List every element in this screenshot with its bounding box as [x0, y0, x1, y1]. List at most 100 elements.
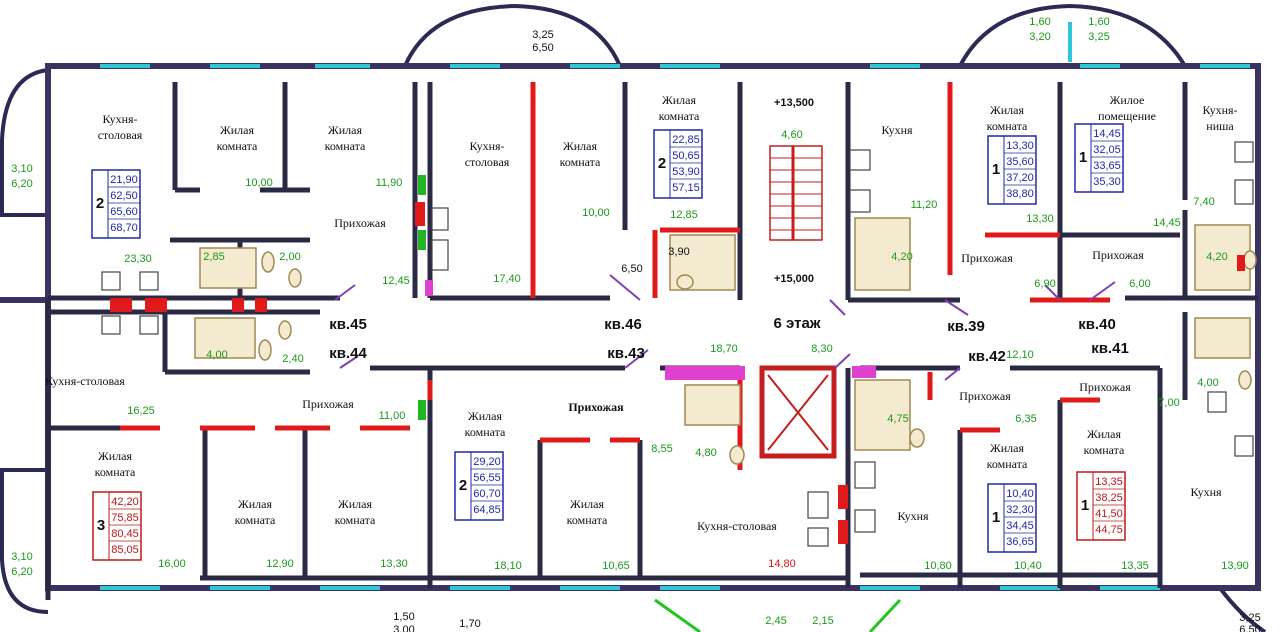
- area-value: 10,00: [245, 177, 273, 189]
- room-label: Кухня: [1190, 485, 1222, 499]
- area-value: 16,25: [127, 405, 155, 417]
- apartment-label: кв.39: [947, 318, 985, 335]
- area-value: 12,45: [382, 275, 410, 287]
- room-label: Прихожая: [568, 400, 624, 414]
- door-lines: [334, 274, 1116, 381]
- room-label: Прихожая: [959, 389, 1011, 403]
- room-count: 2: [658, 155, 666, 172]
- room-label: Прихожая: [334, 216, 386, 230]
- bay-window-top-right: [958, 3, 1187, 68]
- area-value: 7,40: [1193, 196, 1214, 208]
- summary-value: 32,05: [1093, 144, 1121, 156]
- area-value: 4,80: [695, 447, 716, 459]
- area-value: 17,40: [493, 273, 521, 285]
- summary-value: 14,45: [1093, 128, 1121, 140]
- summary-value: 80,45: [111, 528, 139, 540]
- summary-value: 38,80: [1006, 188, 1034, 200]
- summary-boxes: 221,9062,5065,6068,70222,8550,6553,9057,…: [91, 123, 1126, 561]
- partitions: [120, 82, 1110, 470]
- summary-value: 38,25: [1095, 492, 1123, 504]
- summary-value: 35,60: [1006, 156, 1034, 168]
- area-value: 11,90: [376, 177, 403, 189]
- area-value: 12,85: [670, 209, 698, 221]
- area-value: 4,20: [1206, 251, 1227, 263]
- area-value: 6,00: [1129, 278, 1150, 290]
- area-value: 11,20: [911, 199, 938, 211]
- area-value: 12,10: [1006, 349, 1034, 361]
- summary-box-frame: [92, 491, 142, 561]
- apartment-labels: кв.45 кв.46 кв.39 кв.40 кв.44 кв.43 кв.4…: [329, 315, 1129, 365]
- dim-label: 2,15: [812, 615, 833, 627]
- area-value: 4,75: [887, 413, 908, 425]
- room-count: 2: [96, 195, 104, 212]
- area-value: 8,30: [811, 343, 832, 355]
- dim-label: 3,25: [1239, 612, 1260, 624]
- dim-label: 3,20: [1029, 31, 1050, 43]
- area-value: 8,55: [651, 443, 672, 455]
- area-value: 10,65: [602, 560, 630, 572]
- area-value: 10,00: [582, 207, 610, 219]
- apartment-label: кв.43: [607, 345, 645, 362]
- bay-window-top-center: [403, 3, 622, 67]
- area-value: 2,40: [282, 353, 303, 365]
- area-value: 10,80: [924, 560, 952, 572]
- area-value: 4,60: [781, 129, 802, 141]
- room-label: Прихожая: [1092, 248, 1144, 262]
- area-value: 4,00: [206, 349, 227, 361]
- stair-core: [759, 145, 837, 459]
- dim-label: 6,20: [11, 566, 32, 578]
- kitchen-fixtures: [101, 141, 1254, 547]
- room-label: Кухня-ниша: [1202, 103, 1237, 133]
- area-value: 3,90: [668, 246, 689, 258]
- summary-value: 85,05: [111, 544, 139, 556]
- apartment-label: кв.46: [604, 316, 642, 333]
- summary-value: 60,70: [473, 488, 501, 500]
- room-count: 1: [992, 509, 1000, 526]
- radiators: [110, 202, 1245, 544]
- room-count: 1: [992, 161, 1000, 178]
- summary-value: 10,40: [1006, 488, 1034, 500]
- area-value: 2,00: [279, 251, 300, 263]
- area-value: 7,00: [1158, 397, 1179, 409]
- room-label: Кухня: [881, 123, 913, 137]
- summary-value: 44,75: [1095, 524, 1123, 536]
- area-value: 6,50: [621, 263, 642, 275]
- room-count: 3: [97, 517, 105, 534]
- area-value: 13,35: [1121, 560, 1149, 572]
- summary-value: 36,65: [1006, 536, 1034, 548]
- room-label: Кухня-столовая: [697, 519, 777, 533]
- summary-value: 62,50: [110, 190, 138, 202]
- dim-label: 1,70: [459, 618, 480, 630]
- dim-label: 2,45: [765, 615, 786, 627]
- dim-label: 1,60: [1088, 16, 1109, 28]
- summary-value: 32,30: [1006, 504, 1034, 516]
- summary-value: 56,55: [473, 472, 501, 484]
- dim-label: 6,50: [532, 42, 553, 54]
- area-values: 10,00 11,90 23,30 2,85 2,00 12,45 17,40 …: [124, 129, 1249, 572]
- dim-label: 1,50: [393, 611, 414, 623]
- summary-value: 41,50: [1095, 508, 1123, 520]
- apartment-label: кв.40: [1078, 316, 1116, 333]
- area-value: 10,40: [1014, 560, 1042, 572]
- area-value: 6,35: [1015, 413, 1036, 425]
- dim-label: 3,25: [532, 29, 553, 41]
- area-value: 23,30: [124, 253, 152, 265]
- summary-value: 65,60: [110, 206, 138, 218]
- dim-label: 3,10: [11, 163, 32, 175]
- summary-box-frame: [987, 135, 1037, 205]
- room-label: Прихожая: [961, 251, 1013, 265]
- area-value: 14,45: [1153, 217, 1181, 229]
- area-value: 2,85: [203, 251, 224, 263]
- summary-value: 57,15: [672, 182, 700, 194]
